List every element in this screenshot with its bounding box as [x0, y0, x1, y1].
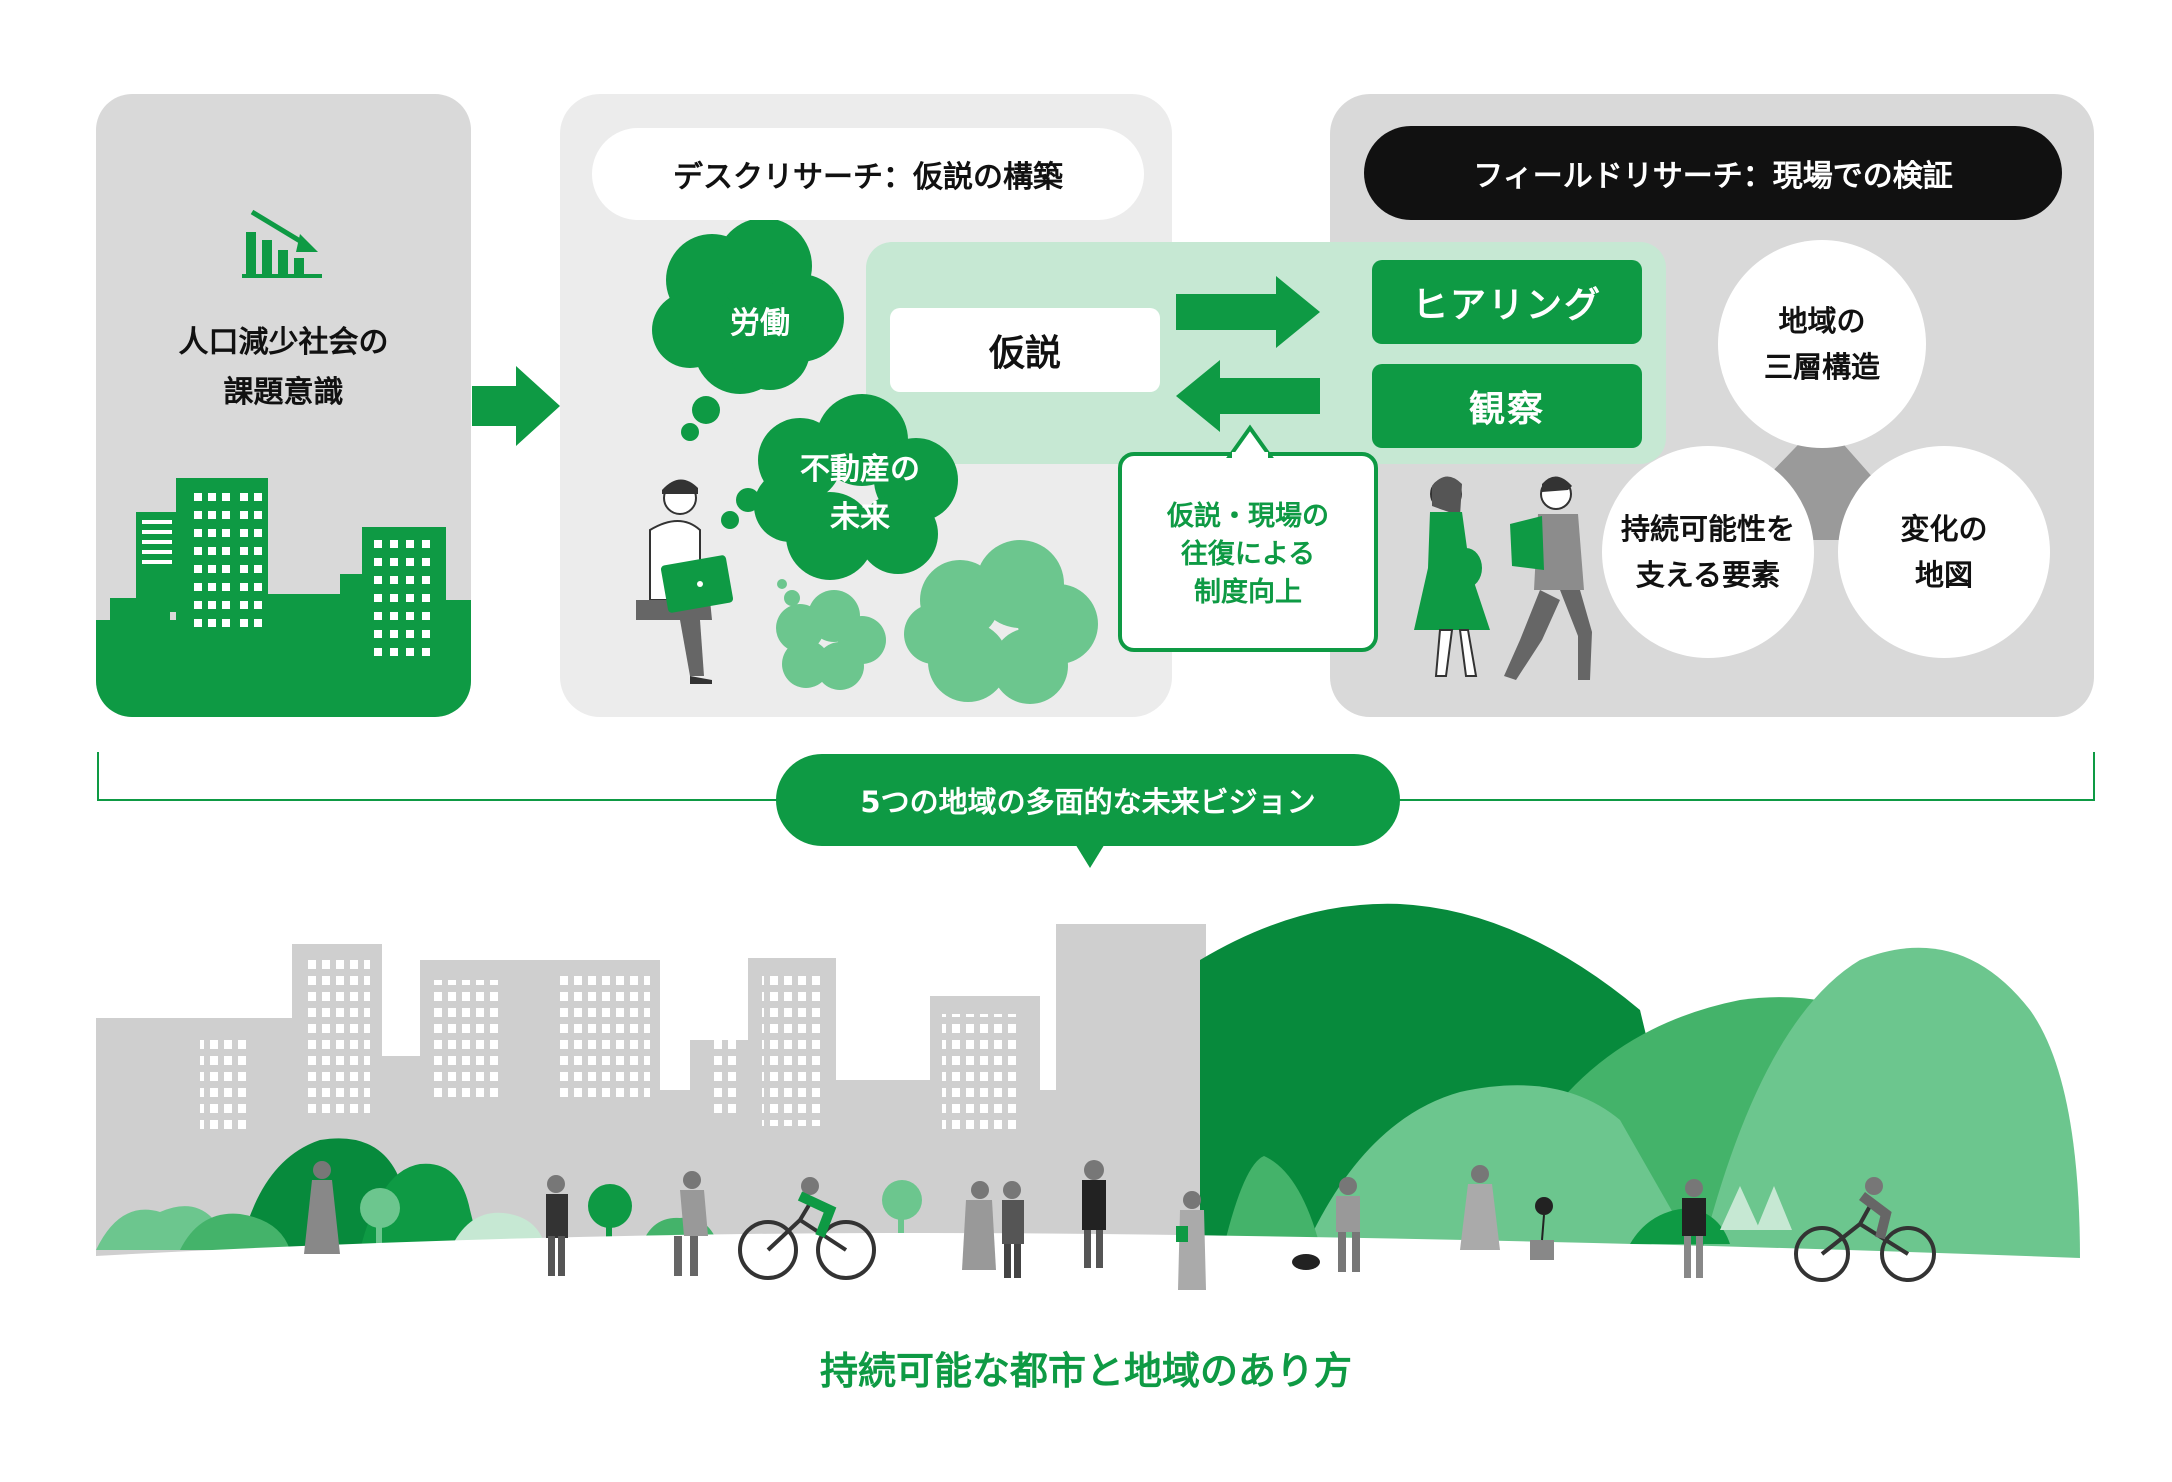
person-1 — [304, 1161, 340, 1254]
person-stroller-9 — [1460, 1165, 1554, 1260]
person-dog-walker-8 — [1292, 1177, 1360, 1272]
bottom-caption: 持続可能な都市と地域のあり方 — [819, 1349, 1352, 1393]
field-research-header: フィールドリサーチ：現場での検証 — [1364, 126, 2062, 220]
cloud-labor — [652, 218, 844, 394]
thought-dot-b — [777, 579, 787, 589]
desk-research-header: デスクリサーチ：仮説の構築 — [592, 128, 1144, 220]
cloud-real-estate — [754, 394, 958, 580]
person-2 — [546, 1175, 568, 1276]
loop-callout-box — [1118, 424, 1378, 652]
arrow-right-to-field — [1176, 276, 1320, 348]
skyline-window-grid — [200, 960, 1302, 1156]
observation-box: 観察 — [1372, 364, 1642, 448]
hypothesis-label: 仮説 — [988, 333, 1061, 374]
people-crowd-illustration — [304, 1160, 1936, 1290]
circle-map-of-change: 変化の 地図 — [1838, 446, 2050, 658]
circle-sustainability-elements: 持続可能性を 支える要素 — [1602, 446, 1814, 658]
thought-bubble-2-large — [736, 488, 760, 512]
arrow-right-1 — [472, 366, 560, 446]
vision-pill-pointer — [1074, 842, 1106, 868]
person-elderly-3 — [674, 1171, 708, 1276]
thought-bubble-small — [681, 423, 699, 441]
cloud-labor-label: 労働 — [730, 306, 790, 341]
loop-callout-text: 仮説・現場の 往復による 制度向上 — [1167, 501, 1329, 608]
vision-pill: 5つの地域の多面的な未来ビジョン — [776, 754, 1400, 846]
person-with-laptop-illustration — [636, 479, 734, 684]
hypothesis-box: 仮説 — [890, 308, 1160, 392]
person-6 — [1082, 1160, 1106, 1268]
declining-bar-chart-icon — [242, 209, 322, 278]
hearing-box: ヒアリング — [1372, 260, 1642, 344]
arrow-left-from-field — [1176, 360, 1320, 432]
circle-three-layer-structure: 地域の 三層構造 — [1718, 240, 1926, 448]
skyline-windows — [142, 493, 430, 656]
panel-population-decline — [96, 94, 471, 717]
cyclist-2 — [1794, 1177, 1936, 1282]
green-mountains — [1200, 903, 2080, 1260]
walking-couple-illustration — [1414, 476, 1592, 680]
person-waving-10 — [1682, 1179, 1706, 1278]
panel-population-decline-title: 人口減少社会の 課題意識 — [178, 325, 389, 410]
cloud-empty-small — [776, 590, 886, 690]
cyclist-1 — [738, 1177, 876, 1280]
person-4 — [962, 1181, 996, 1270]
green-city-skyline — [96, 478, 471, 717]
cloud-realestate-label: 不動産の 未来 — [800, 452, 920, 535]
person-5 — [1002, 1181, 1024, 1278]
person-7 — [1176, 1191, 1206, 1290]
thought-bubble-2-small — [721, 511, 739, 529]
thought-bubble-large — [692, 396, 720, 424]
cloud-empty-large — [904, 540, 1098, 704]
trees-and-bushes — [96, 1138, 1792, 1254]
thought-dot-a — [784, 590, 800, 606]
